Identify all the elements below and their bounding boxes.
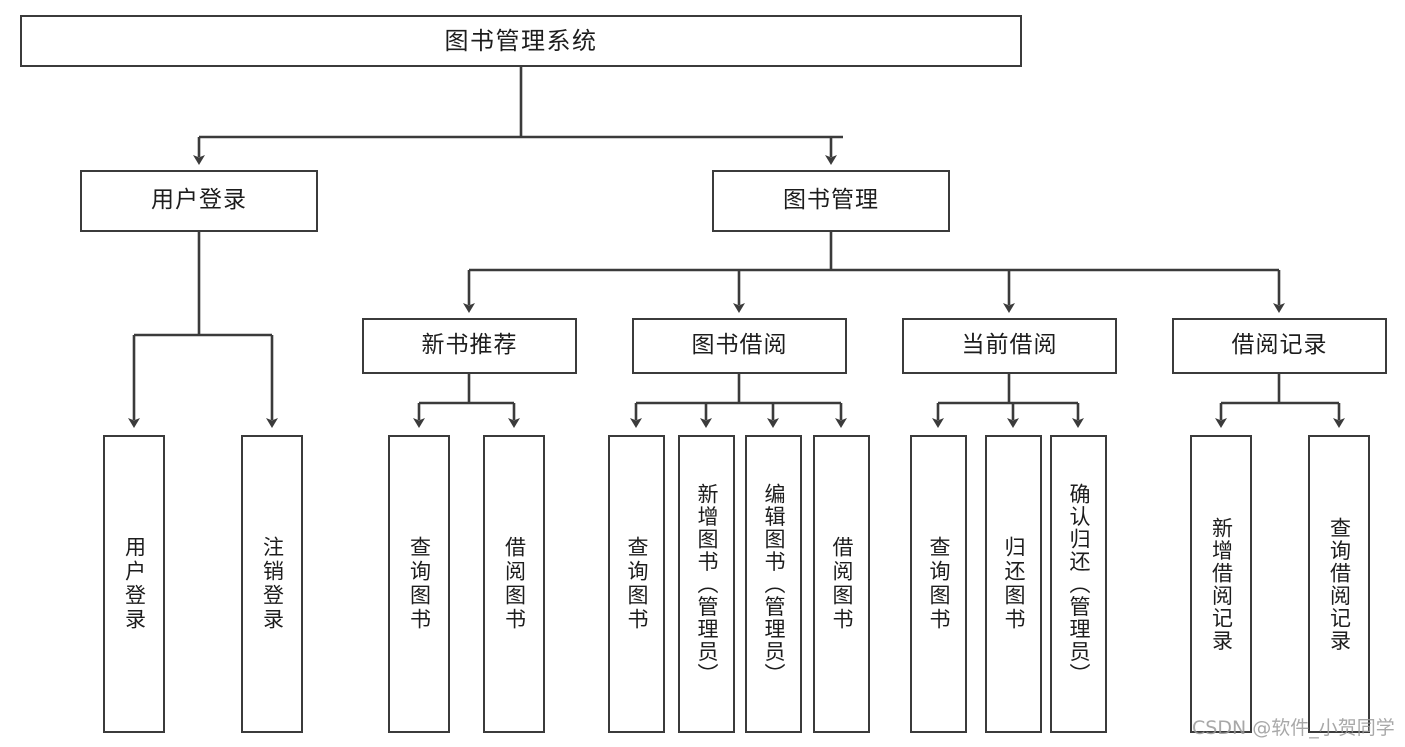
leaf-query-book-1[interactable]: 查询图书: [388, 435, 450, 733]
leaf-confirm-return-label: 确认归还（管理员）: [1067, 482, 1091, 686]
leaf-borrow-book-1[interactable]: 借阅图书: [483, 435, 545, 733]
leaf-return-book[interactable]: 归还图书: [985, 435, 1042, 733]
leaf-add-book[interactable]: 新增图书（管理员）: [678, 435, 735, 733]
leaf-query-record[interactable]: 查询借阅记录: [1308, 435, 1370, 733]
leaf-edit-book-label: 编辑图书（管理员）: [762, 482, 786, 686]
leaf-query-book-3[interactable]: 查询图书: [910, 435, 967, 733]
leaf-query-book-2[interactable]: 查询图书: [608, 435, 665, 733]
leaf-confirm-return[interactable]: 确认归还（管理员）: [1050, 435, 1107, 733]
leaf-add-book-label: 新增图书（管理员）: [695, 482, 719, 686]
leaf-query-book-2-label: 查询图书: [625, 536, 649, 632]
leaf-query-book-3-label: 查询图书: [927, 536, 951, 632]
leaf-query-record-label: 查询借阅记录: [1327, 516, 1352, 652]
leaf-return-book-label: 归还图书: [1002, 536, 1026, 632]
leaf-borrow-book-1-label: 借阅图书: [502, 536, 527, 632]
node-user-login-label: 用户登录: [151, 187, 247, 214]
node-root-label: 图书管理系统: [444, 26, 598, 55]
node-book-manage[interactable]: 图书管理: [712, 170, 950, 232]
leaf-query-book-1-label: 查询图书: [407, 536, 432, 632]
leaf-edit-book[interactable]: 编辑图书（管理员）: [745, 435, 802, 733]
node-borrow-record-label: 借阅记录: [1231, 332, 1328, 359]
leaf-logout[interactable]: 注销登录: [241, 435, 303, 733]
node-user-login[interactable]: 用户登录: [80, 170, 318, 232]
leaf-logout-label: 注销登录: [260, 536, 285, 632]
node-book-borrow[interactable]: 图书借阅: [632, 318, 847, 374]
node-new-book-recommend[interactable]: 新书推荐: [362, 318, 577, 374]
node-book-manage-label: 图书管理: [783, 187, 879, 214]
leaf-borrow-book-2[interactable]: 借阅图书: [813, 435, 870, 733]
leaf-add-record[interactable]: 新增借阅记录: [1190, 435, 1252, 733]
leaf-user-login[interactable]: 用户登录: [103, 435, 165, 733]
node-current-borrow-label: 当前借阅: [961, 332, 1058, 359]
csdn-watermark: CSDN @软件_小贺同学: [1192, 717, 1395, 739]
node-current-borrow[interactable]: 当前借阅: [902, 318, 1117, 374]
node-borrow-record[interactable]: 借阅记录: [1172, 318, 1387, 374]
node-root[interactable]: 图书管理系统: [20, 15, 1022, 67]
leaf-add-record-label: 新增借阅记录: [1209, 516, 1234, 652]
leaf-borrow-book-2-label: 借阅图书: [830, 536, 854, 632]
leaf-user-login-label: 用户登录: [122, 536, 147, 632]
node-new-book-recommend-label: 新书推荐: [421, 332, 518, 359]
node-book-borrow-label: 图书借阅: [691, 332, 788, 359]
